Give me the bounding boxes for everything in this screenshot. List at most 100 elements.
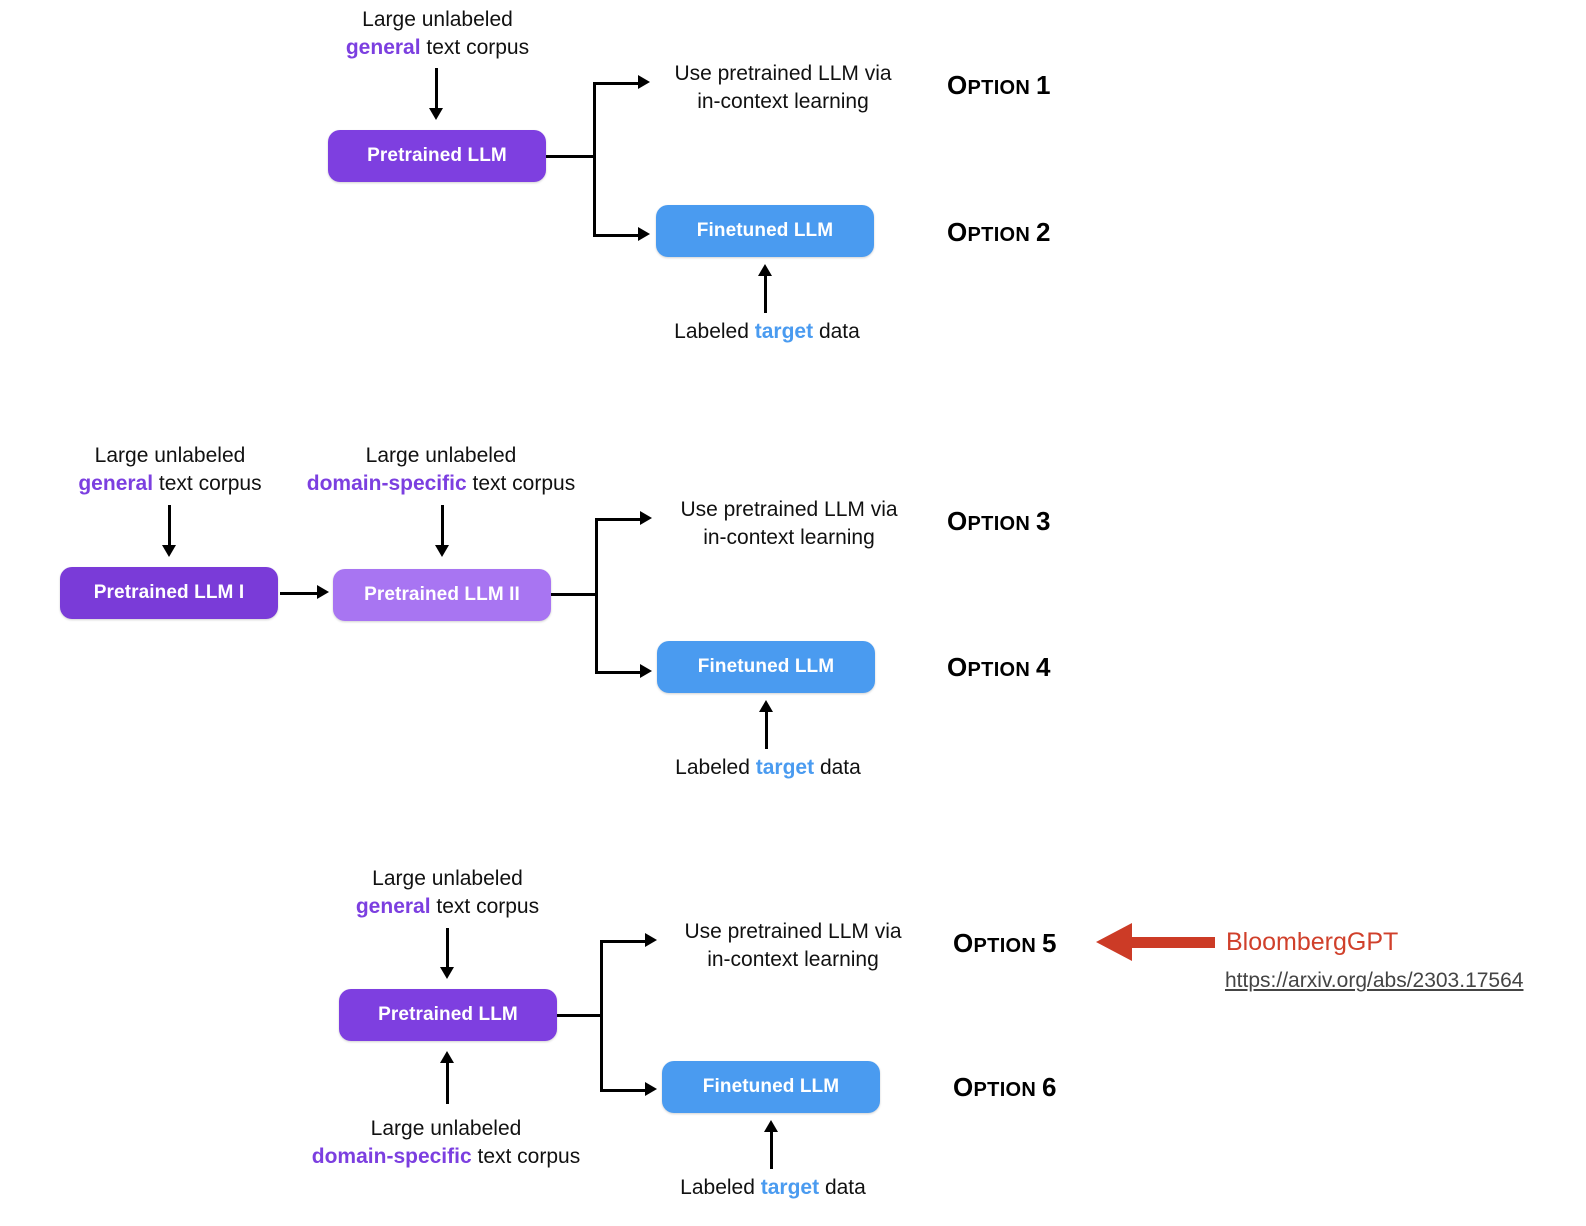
arrow-head-labeled-2 — [759, 700, 773, 712]
option-rest: PTION — [967, 224, 1037, 246]
corpus-highlight: general — [345, 36, 421, 59]
corpus-highlight: domain-specific — [311, 1145, 472, 1168]
corpus-caption-section2-general: Large unlabeled general text corpus — [62, 442, 278, 498]
arxiv-link[interactable]: https://arxiv.org/abs/2303.17564 — [1225, 969, 1524, 992]
option-rest: PTION — [967, 513, 1037, 535]
bloomberg-arrow-icon — [1096, 923, 1132, 961]
option-rest: PTION — [967, 77, 1037, 99]
corpus-line1: Large unlabeled — [94, 444, 246, 467]
labeled-highlight: target — [754, 320, 814, 343]
outcome-line1: Use pretrained LLM via — [684, 920, 902, 943]
option-label-3: OPTION 3 — [947, 506, 1051, 537]
branch-to-option6 — [600, 1089, 647, 1092]
labeled-target-caption-1: Labeled target data — [672, 318, 862, 346]
arrow-head-corpus-to-pretrained-3bottom — [440, 1051, 454, 1063]
node-label: Pretrained LLM — [367, 145, 507, 166]
node-label: Pretrained LLM — [378, 1004, 518, 1025]
node-pretrained-llm-section1[interactable]: Pretrained LLM — [328, 130, 546, 182]
corpus-line1: Large unlabeled — [365, 444, 517, 467]
arrow-shaft-labeled-1 — [764, 275, 767, 313]
corpus-highlight: general — [355, 895, 431, 918]
labeled-target-caption-3: Labeled target data — [678, 1174, 868, 1202]
node-finetuned-llm-section2[interactable]: Finetuned LLM — [657, 641, 875, 693]
corpus-highlight: domain-specific — [306, 472, 467, 495]
labeled-highlight: target — [755, 756, 815, 779]
option-number: 3 — [1036, 506, 1051, 536]
branch-vertical-3 — [600, 940, 603, 1092]
branch-to-option5 — [600, 940, 647, 943]
outcome-text-section3: Use pretrained LLM via in-context learni… — [680, 918, 906, 974]
corpus-line1: Large unlabeled — [370, 1117, 522, 1140]
corpus-highlight: general — [78, 472, 154, 495]
arrow-head-labeled-1 — [758, 264, 772, 276]
option-number: 5 — [1042, 928, 1057, 958]
labeled-highlight: target — [760, 1176, 820, 1199]
branch-to-option2 — [593, 234, 640, 237]
outcome-text-section2: Use pretrained LLM via in-context learni… — [676, 496, 902, 552]
node-finetuned-llm-section3[interactable]: Finetuned LLM — [662, 1061, 880, 1113]
arrow-head-llm1-to-llm2 — [317, 585, 329, 599]
outcome-text-section1: Use pretrained LLM via in-context learni… — [670, 60, 896, 116]
labeled-suffix: data — [819, 1176, 866, 1199]
corpus-caption-section1: Large unlabeled general text corpus — [335, 6, 540, 62]
corpus-caption-section3-domain: Large unlabeled domain-specific text cor… — [305, 1115, 587, 1171]
option-first-letter: O — [947, 217, 968, 247]
arrow-head-option1 — [638, 75, 650, 89]
option-rest: PTION — [973, 935, 1043, 957]
outcome-line2: in-context learning — [703, 526, 875, 549]
branch-to-option3 — [595, 518, 642, 521]
branch-to-option4 — [595, 671, 642, 674]
option-first-letter: O — [947, 70, 968, 100]
arrow-shaft-corpus-to-pretrained-1 — [435, 68, 438, 112]
outcome-line2: in-context learning — [697, 90, 869, 113]
node-pretrained-llm-section3[interactable]: Pretrained LLM — [339, 989, 557, 1041]
arrow-head-option4 — [640, 664, 652, 678]
corpus-suffix: text corpus — [471, 1145, 581, 1168]
labeled-suffix: data — [814, 756, 861, 779]
branch-to-option1 — [593, 82, 640, 85]
option-label-1: OPTION 1 — [947, 70, 1051, 101]
option-rest: PTION — [967, 659, 1037, 681]
arrow-head-corpus-to-pretrained-3top — [440, 967, 454, 979]
corpus-caption-section2-domain: Large unlabeled domain-specific text cor… — [300, 442, 582, 498]
node-label: Finetuned LLM — [696, 220, 834, 241]
node-pretrained-llm-1-section2[interactable]: Pretrained LLM I — [60, 567, 278, 619]
corpus-caption-section3-general: Large unlabeled general text corpus — [345, 865, 550, 921]
node-label: Pretrained LLM II — [364, 584, 520, 605]
option-number: 4 — [1036, 652, 1051, 682]
bloomberg-label: BloombergGPT — [1226, 928, 1399, 956]
node-label: Pretrained LLM I — [93, 582, 245, 603]
node-finetuned-llm-section1[interactable]: Finetuned LLM — [656, 205, 874, 257]
option-rest: PTION — [973, 1079, 1043, 1101]
arrow-shaft-corpus-to-pretrained-2b — [441, 505, 444, 549]
corpus-suffix: text corpus — [153, 472, 262, 495]
corpus-suffix: text corpus — [430, 895, 540, 918]
node-label: Finetuned LLM — [697, 656, 835, 677]
branch-vertical-2 — [595, 518, 598, 674]
arrow-shaft-corpus-to-pretrained-2a — [168, 505, 171, 549]
option-number: 2 — [1036, 217, 1051, 247]
option-label-4: OPTION 4 — [947, 652, 1051, 683]
option-label-5: OPTION 5 — [953, 928, 1057, 959]
arrow-head-corpus-to-pretrained-2b — [435, 545, 449, 557]
option-label-6: OPTION 6 — [953, 1072, 1057, 1103]
node-pretrained-llm-2-section2[interactable]: Pretrained LLM II — [333, 569, 551, 621]
arrow-head-option5 — [645, 933, 657, 947]
branch-stem-1 — [546, 155, 595, 158]
corpus-suffix: text corpus — [466, 472, 576, 495]
option-first-letter: O — [953, 1072, 974, 1102]
option-label-2: OPTION 2 — [947, 217, 1051, 248]
option-first-letter: O — [953, 928, 974, 958]
bloomberg-arrow-shaft — [1131, 937, 1215, 948]
outcome-line1: Use pretrained LLM via — [674, 62, 892, 85]
arrow-head-corpus-to-pretrained-1 — [429, 108, 443, 120]
labeled-prefix: Labeled — [675, 756, 756, 779]
labeled-prefix: Labeled — [680, 1176, 761, 1199]
branch-stem-2 — [551, 593, 597, 596]
arrow-head-option6 — [645, 1082, 657, 1096]
arrow-shaft-labeled-2 — [765, 711, 768, 749]
node-label: Finetuned LLM — [702, 1076, 840, 1097]
option-first-letter: O — [947, 506, 968, 536]
labeled-prefix: Labeled — [674, 320, 755, 343]
